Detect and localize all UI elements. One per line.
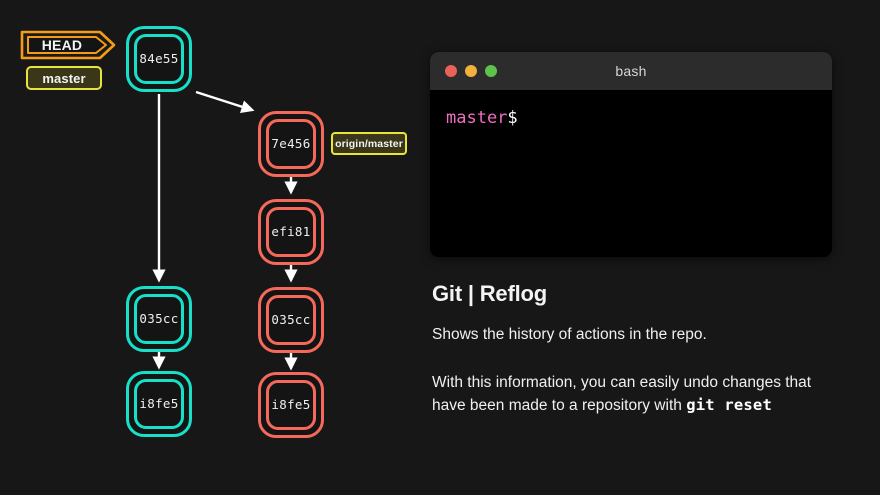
prompt-branch: master <box>446 108 508 128</box>
minimize-button-icon[interactable] <box>465 65 477 77</box>
copy-body-prefix: With this information, you can easily un… <box>432 374 812 415</box>
commit-node-remote-035cc[interactable]: 035cc <box>258 287 324 353</box>
commit-node-remote-i8fe5[interactable]: i8fe5 <box>258 372 324 438</box>
commit-node-inner: 035cc <box>266 295 316 345</box>
commit-node-local-035cc[interactable]: 035cc <box>126 286 192 352</box>
ref-label-head[interactable]: HEAD <box>20 30 116 60</box>
commit-sha: 7e456 <box>271 135 311 151</box>
terminal-titlebar[interactable]: bash <box>430 52 832 90</box>
terminal-title: bash <box>615 63 647 79</box>
commit-sha: i8fe5 <box>139 395 179 411</box>
commit-sha: efi81 <box>271 223 311 239</box>
commit-node-inner: 84e55 <box>134 34 184 84</box>
terminal-body[interactable]: master$ <box>430 90 832 257</box>
commit-sha: 035cc <box>271 311 311 327</box>
copy-lead: Shows the history of actions in the repo… <box>432 326 707 343</box>
prompt-sigil: $ <box>507 108 518 128</box>
ref-label-head-text: HEAD <box>41 37 83 53</box>
commit-sha: i8fe5 <box>271 396 311 412</box>
zoom-button-icon[interactable] <box>485 65 497 77</box>
commit-graph: HEAD master origin/master 84e55 035cc i8… <box>0 0 425 495</box>
edge-84e55-to-7e456 <box>195 90 255 114</box>
commit-sha: 035cc <box>139 310 179 326</box>
window-controls <box>430 65 497 77</box>
graph-edges <box>152 90 298 371</box>
commit-node-inner: i8fe5 <box>134 379 184 429</box>
ref-label-origin-master[interactable]: origin/master <box>331 132 407 155</box>
ref-label-master-text: master <box>42 70 86 86</box>
head-pennant-icon <box>20 30 116 60</box>
terminal-prompt-line: master$ <box>446 108 816 128</box>
commit-node-efi81[interactable]: efi81 <box>258 199 324 265</box>
commit-node-local-i8fe5[interactable]: i8fe5 <box>126 371 192 437</box>
commit-node-inner: 7e456 <box>266 119 316 169</box>
commit-node-84e55[interactable]: 84e55 <box>126 26 192 92</box>
page-title: Git | Reflog <box>432 281 547 306</box>
inline-code-git-reset: git reset <box>686 396 772 415</box>
commit-sha: 84e55 <box>139 50 179 66</box>
commit-node-inner: i8fe5 <box>266 380 316 430</box>
copy-body: With this information, you can easily un… <box>432 372 844 417</box>
slide-copy: Git | Reflog Shows the history of action… <box>432 283 844 417</box>
commit-node-7e456[interactable]: 7e456 <box>258 111 324 177</box>
ref-label-origin-master-text: origin/master <box>335 137 403 150</box>
terminal-window[interactable]: bash master$ <box>430 52 832 257</box>
commit-node-inner: 035cc <box>134 294 184 344</box>
ref-label-master[interactable]: master <box>26 66 102 90</box>
close-button-icon[interactable] <box>445 65 457 77</box>
commit-node-inner: efi81 <box>266 207 316 257</box>
